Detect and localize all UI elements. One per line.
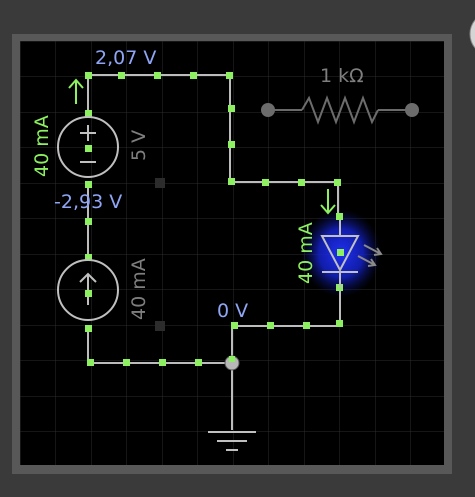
source-current-label: 40 mA [31,115,53,177]
current-arrow-up-icon [68,78,84,104]
wire-node[interactable] [226,72,233,79]
wire-node[interactable] [85,325,92,332]
wire-nodes[interactable] [85,72,343,366]
ground-icon[interactable] [208,431,256,451]
wire-node[interactable] [118,72,125,79]
wire-node[interactable] [85,218,92,225]
wire-node[interactable] [85,181,92,188]
wire-node[interactable] [85,110,92,117]
led-current-label: 40 mA [295,222,317,284]
wire-node[interactable] [85,254,92,261]
wire-node[interactable] [190,72,197,79]
current-source-icon[interactable] [57,259,119,321]
current-arrow-down-icon [320,189,336,215]
wire-node[interactable] [154,72,161,79]
wire-node[interactable] [195,359,202,366]
wire-bottom-right[interactable] [231,288,341,363]
wire-node[interactable] [123,359,130,366]
grid-node-marker [155,178,165,188]
bottom-voltage-label: -2,93 V [54,191,122,213]
wire-node[interactable] [303,322,310,329]
led-emission-arrows-icon [357,244,383,267]
resistor-terminal-left[interactable] [261,103,275,117]
grid-node-marker [155,321,165,331]
wire-node[interactable] [298,179,305,186]
wire-node[interactable] [336,213,343,220]
source-voltage-label: 5 V [128,130,150,161]
wire-node[interactable] [228,178,235,185]
resistor-icon[interactable] [301,95,379,125]
resistor-terminal-right[interactable] [405,103,419,117]
wire-node[interactable] [262,179,269,186]
wire-node[interactable] [267,322,274,329]
wire-node[interactable] [85,72,92,79]
led-icon[interactable] [320,220,383,288]
wire-node[interactable] [159,359,166,366]
wire-node[interactable] [231,322,238,329]
resistor-value-label: 1 kΩ [320,65,364,87]
top-voltage-label: 2,07 V [95,47,156,69]
drawer-handle[interactable] [469,12,475,56]
dc-voltage-source-icon[interactable] [57,116,119,178]
wire-node[interactable] [87,359,94,366]
current-source-value-label: 40 mA [128,258,150,320]
ground-voltage-label: 0 V [217,300,248,322]
wire-node[interactable] [336,320,343,327]
wire-node[interactable] [228,141,235,148]
wire-node[interactable] [228,105,235,112]
wire-node[interactable] [334,179,341,186]
wire-node[interactable] [229,356,235,362]
